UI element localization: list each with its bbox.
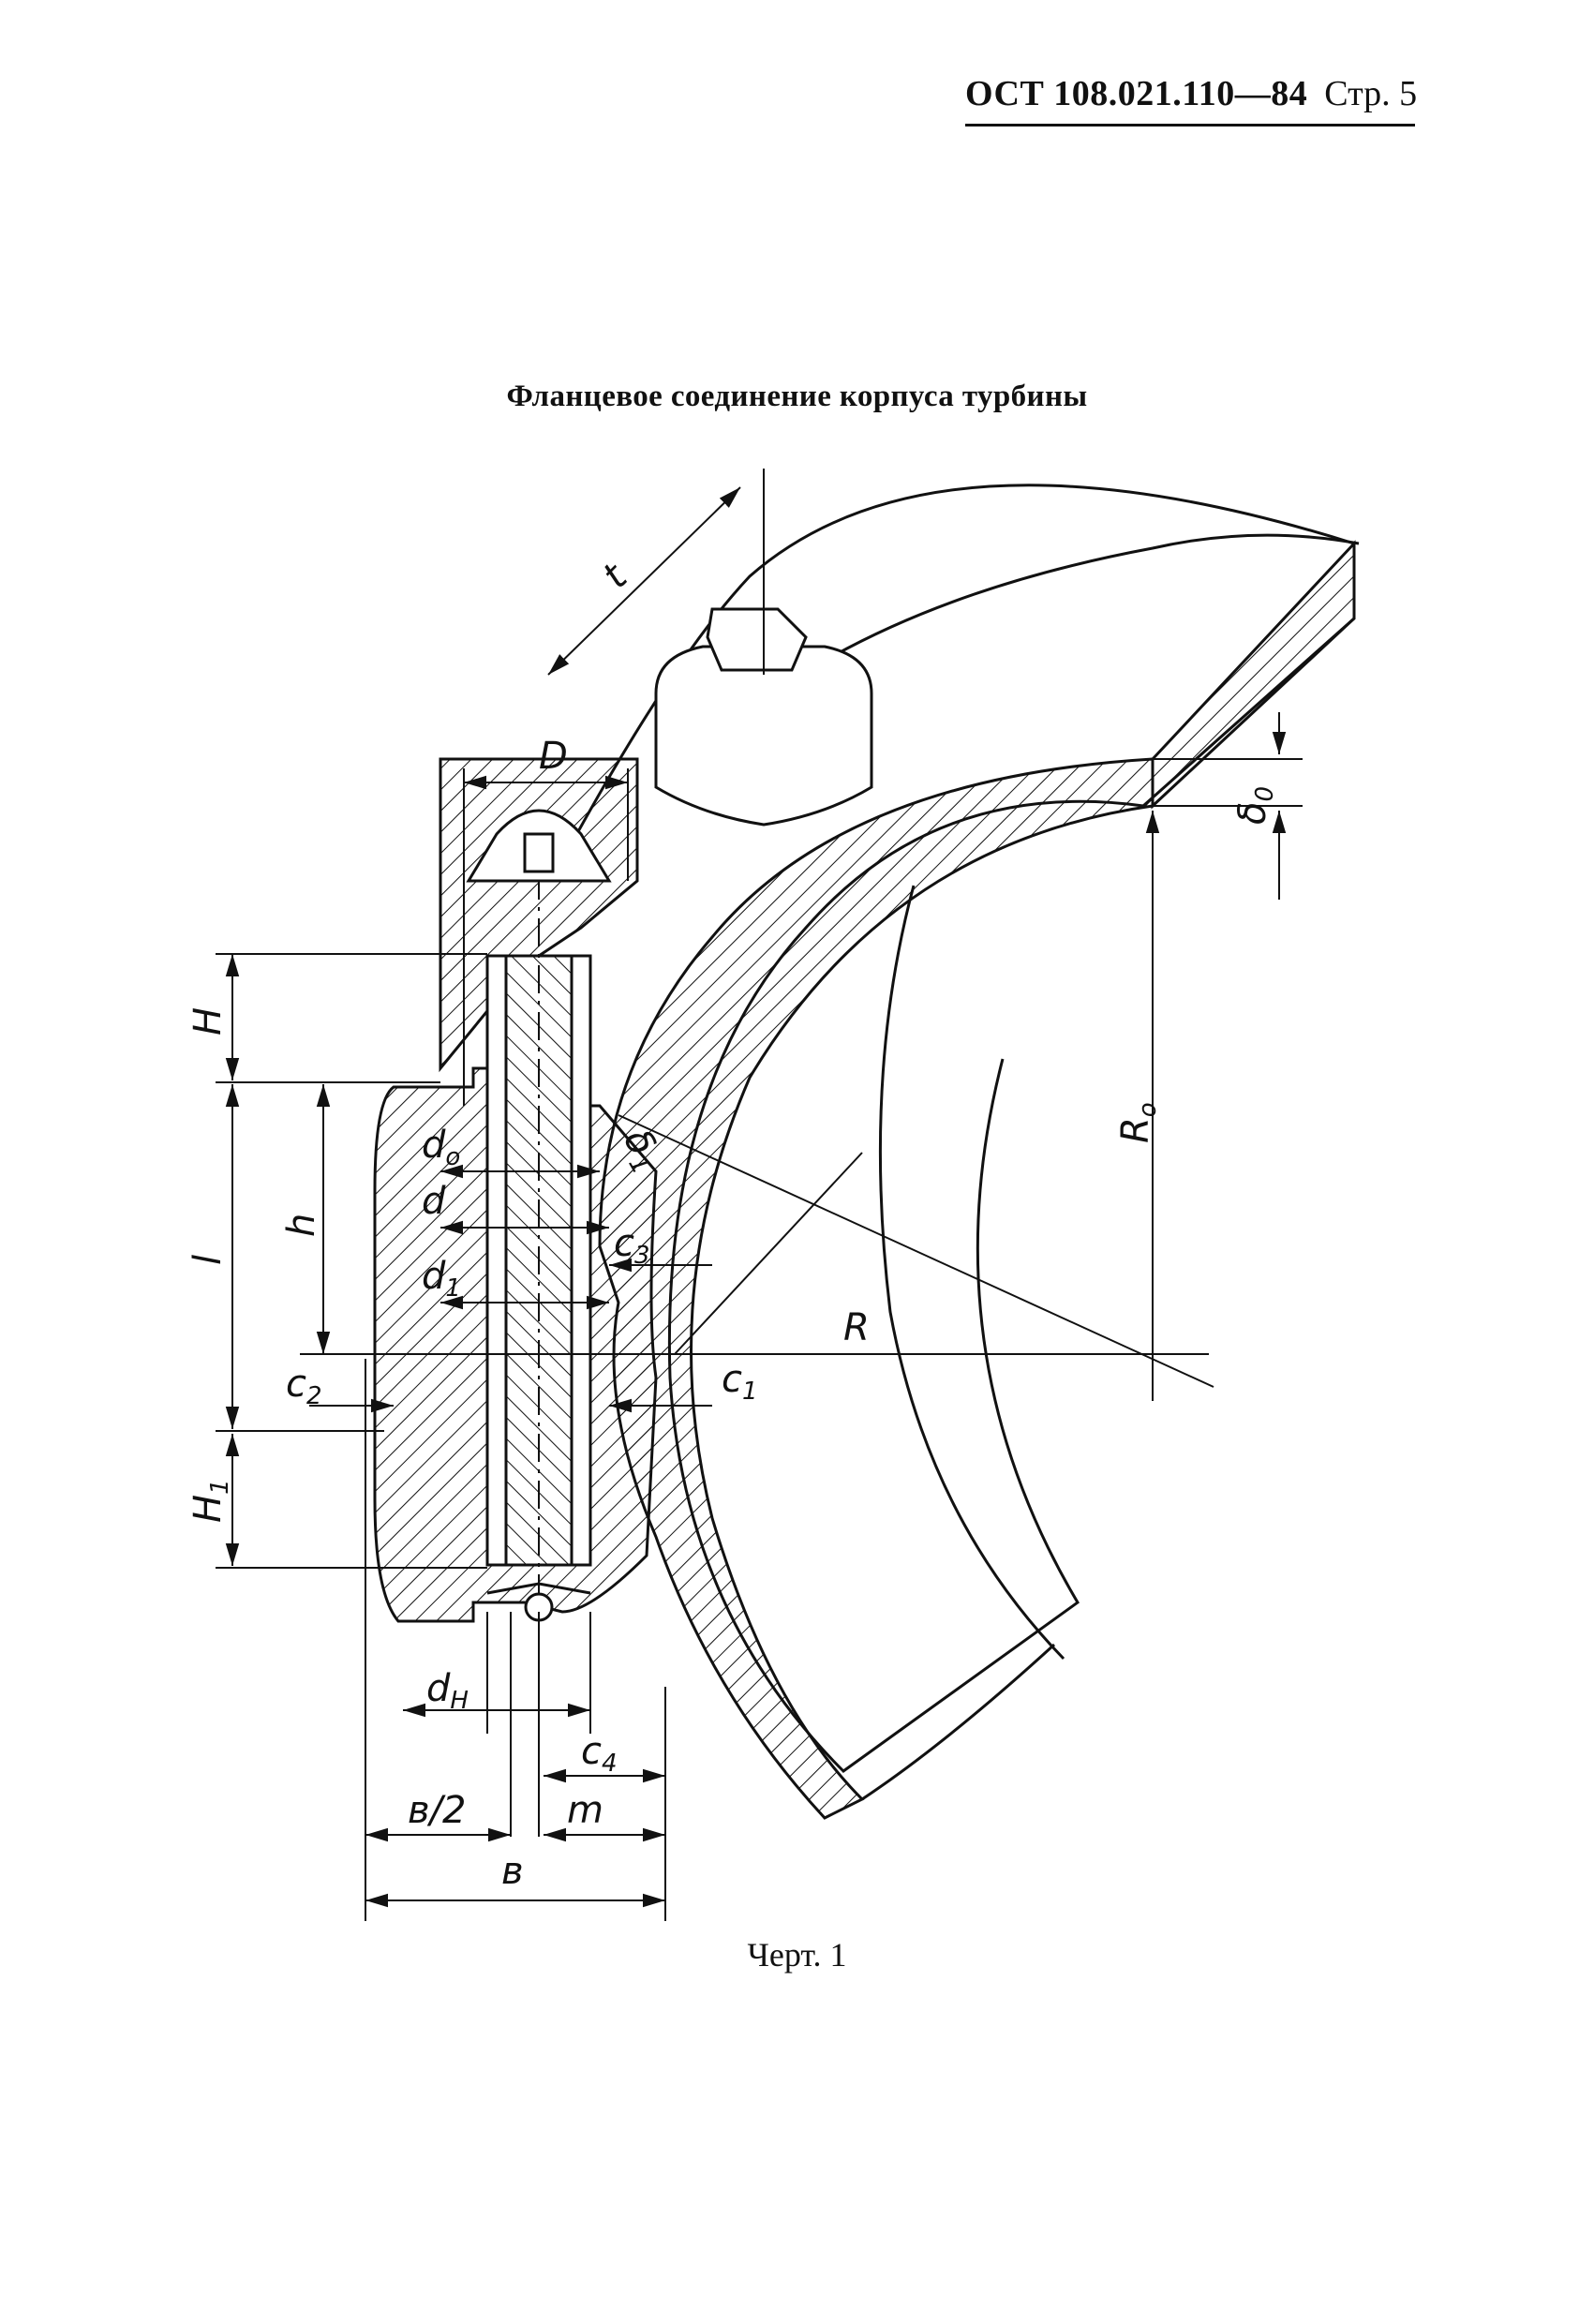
page-number: Стр. 5 [1324,74,1418,113]
flange-section-hatched [598,757,1155,1820]
stud-bolt [466,809,612,1649]
label-c2: c2 [286,1363,322,1410]
label-dH: dH [426,1667,469,1715]
label-d: d [422,1180,446,1223]
label-c1: c1 [722,1358,758,1406]
label-R0: Ro [1114,1102,1162,1143]
shell-end-hatched [1151,540,1356,810]
label-D: D [539,735,568,778]
label-c3: c3 [614,1222,650,1270]
label-H: H [186,1007,230,1035]
label-c4: c4 [581,1730,618,1778]
label-b: в [501,1850,524,1893]
label-d0: do [422,1124,460,1171]
label-R: R [843,1306,870,1349]
label-t: t [595,556,637,598]
label-l: l [186,1255,230,1265]
figure-caption: Черт. 1 [747,1936,847,1974]
document-header: ОСТ 108.021.110—84 Стр. 5 [965,73,1417,114]
label-b-half: в/2 [408,1789,467,1832]
label-m: m [567,1789,603,1832]
label-d1: d1 [422,1255,461,1303]
figure-title: Фланцевое соединение корпуса турбины [506,380,1088,413]
inner-bore-arc [878,885,1065,1661]
cap-nut [654,469,873,827]
casing-shell [570,484,1360,1820]
outer-right-edge [861,1643,1056,1801]
label-h: h [280,1214,323,1237]
header-rule [965,124,1415,127]
dimension-lines [216,486,1303,1921]
hex-nut-icon [706,607,808,672]
label-delta0: δ0 [1231,786,1279,825]
label-H1: H1 [186,1479,234,1523]
standard-code: ОСТ 108.021.110—84 [965,74,1308,113]
